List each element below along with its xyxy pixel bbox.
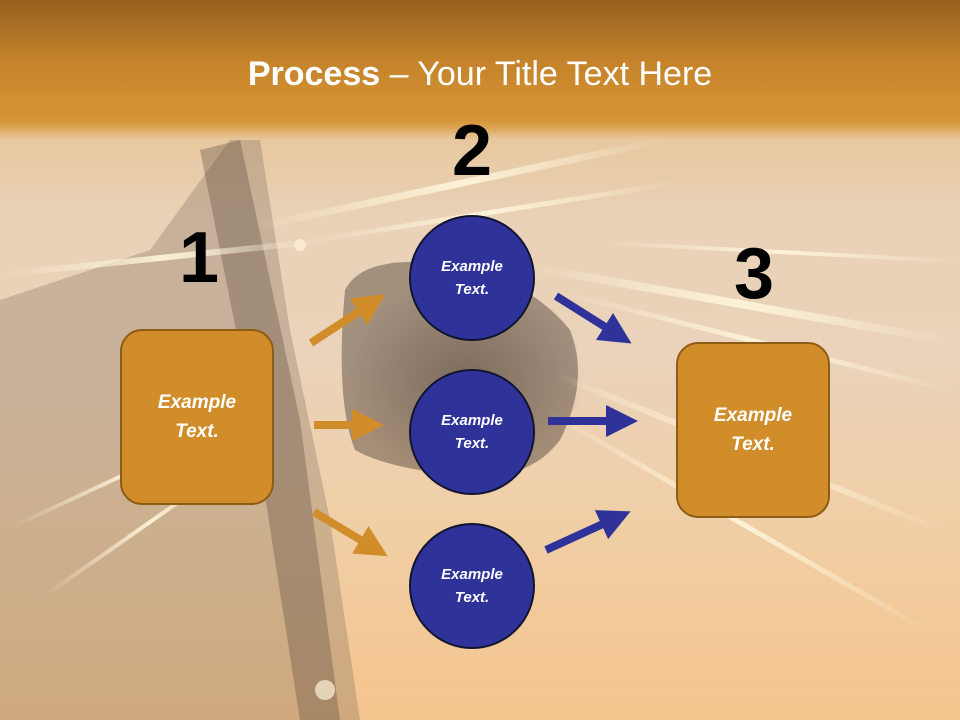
title-rest: – Your Title Text Here bbox=[380, 55, 713, 93]
circle-bottom-text-line1: Example bbox=[441, 566, 503, 583]
step-number-1: 1 bbox=[178, 218, 220, 298]
circle-middle-text-line2: Text. bbox=[454, 435, 490, 452]
step3-box[interactable]: Example Text. bbox=[676, 342, 830, 518]
step-number-3: 3 bbox=[733, 234, 775, 314]
step2-circle-middle[interactable]: Example Text. bbox=[409, 369, 535, 495]
step2-circle-bottom[interactable]: Example Text. bbox=[409, 523, 535, 649]
arrow-blue-down bbox=[553, 292, 632, 344]
circle-bottom-text-line2: Text. bbox=[454, 589, 490, 606]
step1-box[interactable]: Example Text. bbox=[120, 329, 274, 505]
step-number-2: 2 bbox=[451, 111, 493, 191]
title-band bbox=[0, 0, 960, 135]
circle-middle-text-line1: Example bbox=[441, 412, 503, 429]
step1-text-line1: Example bbox=[157, 392, 237, 413]
arrow-blue-up bbox=[544, 510, 631, 554]
step3-text-line1: Example bbox=[713, 405, 793, 426]
slide-title: Process – Your Title Text Here bbox=[0, 52, 960, 96]
title-strong: Process bbox=[247, 55, 381, 93]
step3-text-line2: Text. bbox=[731, 434, 775, 455]
step1-text-line2: Text. bbox=[175, 421, 219, 442]
step2-circle-top[interactable]: Example Text. bbox=[409, 215, 535, 341]
arrow-orange-down bbox=[311, 508, 388, 557]
circle-top-text-line1: Example bbox=[441, 258, 503, 275]
arrow-orange-up bbox=[308, 294, 386, 347]
circle-top-text-line2: Text. bbox=[454, 281, 490, 298]
